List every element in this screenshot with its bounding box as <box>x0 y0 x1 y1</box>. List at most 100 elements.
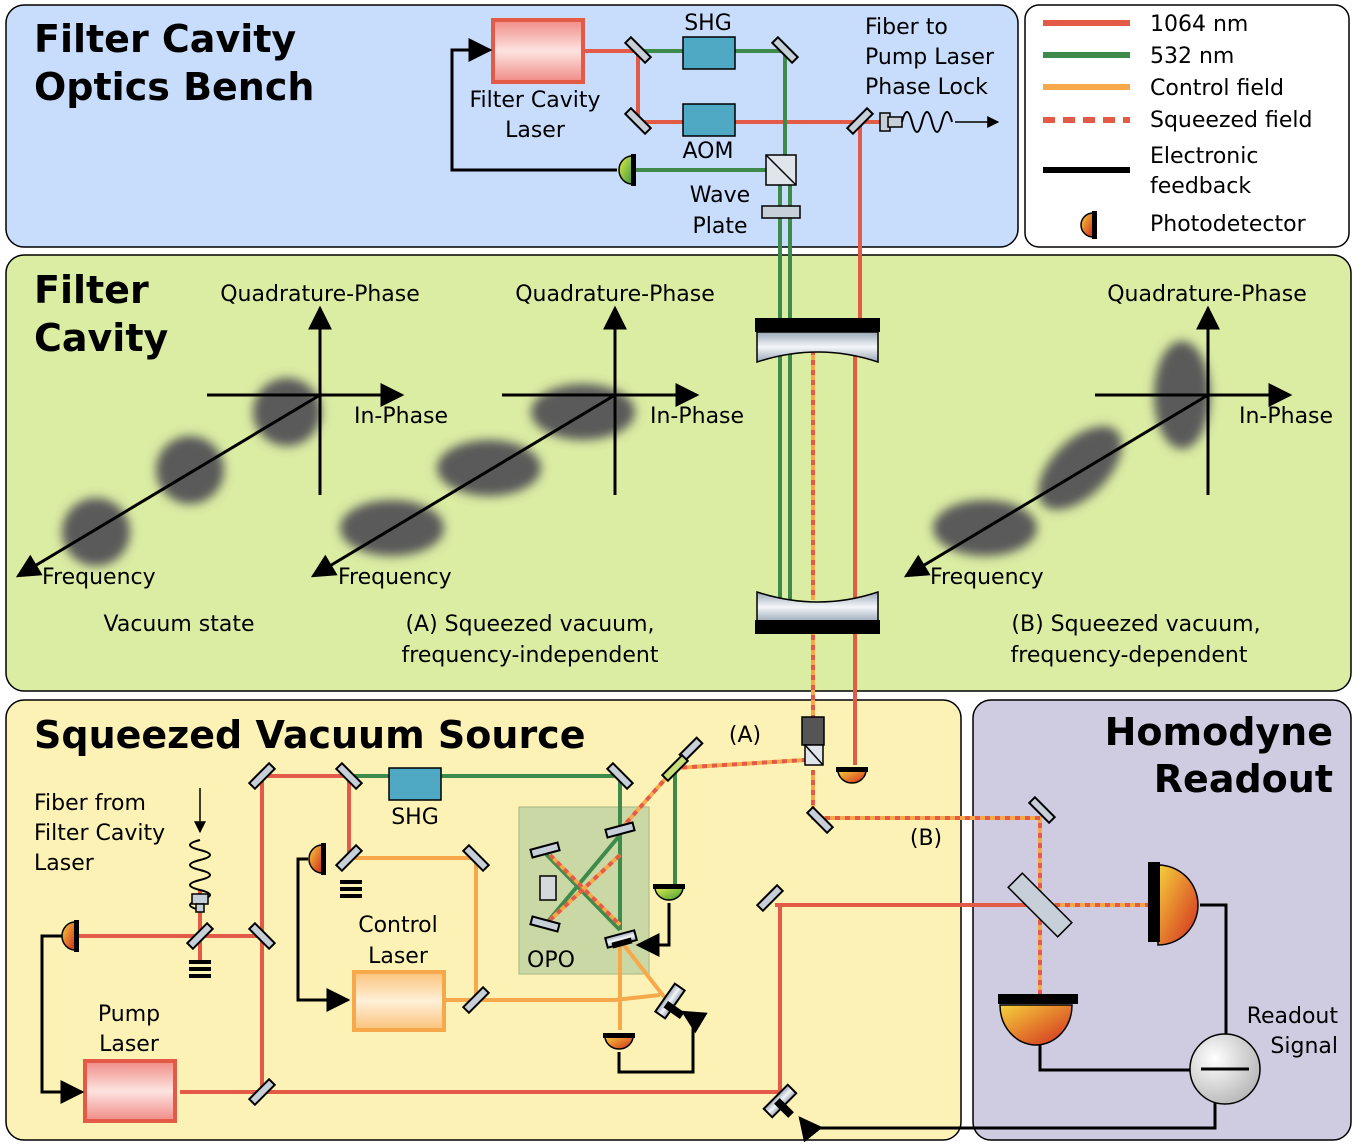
legend-label-532: 532 nm <box>1150 44 1234 69</box>
pd1-x-label: In-Phase <box>354 404 448 429</box>
fiber-to-label-1: Fiber to <box>865 15 948 40</box>
source-pd-pump-icon <box>61 920 79 952</box>
homodyne-title-2: Readout <box>1154 757 1333 801</box>
opo-mirror-1 <box>529 841 561 859</box>
fiber-coil-icon <box>901 111 953 133</box>
source-mirror-3 <box>605 761 635 791</box>
source-pd-cavity-icon <box>836 767 868 784</box>
bench-title-2: Optics Bench <box>34 65 314 109</box>
phase-diagram-freq-independent <box>310 305 700 578</box>
source-mirror-2 <box>334 761 364 791</box>
legend-label-feedback-1: Electronic <box>1150 144 1258 169</box>
bench-mirror-1 <box>623 35 653 65</box>
bench-title-1: Filter Cavity <box>34 17 296 61</box>
homodyne-pd-right-icon <box>1148 862 1199 946</box>
legend-label-1064: 1064 nm <box>1150 12 1248 37</box>
source-mirror-7 <box>247 921 277 951</box>
pump-laser <box>83 1059 177 1123</box>
homodyne-title-1: Homodyne <box>1105 710 1333 754</box>
filter-cavity-panel <box>5 254 1352 692</box>
filter-cavity-laser <box>491 18 585 84</box>
source-pd-orange-icon <box>603 1033 635 1050</box>
pd3-x-label: In-Phase <box>1239 404 1333 429</box>
cavity-beams <box>778 330 857 765</box>
path-a-label: (A) <box>729 723 761 748</box>
source-pd-control-icon <box>308 843 326 875</box>
summing-junction-icon <box>1189 1033 1261 1105</box>
orange-feedback-line <box>617 1010 708 1074</box>
pd2-x-label: In-Phase <box>650 404 744 429</box>
pump-laser-label-1: Pump <box>98 1002 160 1027</box>
pd1-y-label: Quadrature-Phase <box>220 282 420 307</box>
opo-feedback-line <box>635 903 671 957</box>
homodyne-pd-bottom-icon <box>998 994 1078 1046</box>
homodyne-beamsplitter <box>1007 872 1073 938</box>
bench-green-photodetector-icon <box>618 154 636 186</box>
source-mirror-6 <box>461 985 491 1015</box>
pd2-caption-2: frequency-independent <box>402 643 659 668</box>
source-mirror-5 <box>461 843 491 873</box>
cavity-end-mirror <box>755 590 880 634</box>
bench-aom-label: AOM <box>683 139 734 164</box>
homodyne-feedback-line <box>798 1090 1217 1143</box>
source-fiber-coupler-icon <box>191 893 209 913</box>
legend-label-feedback-2: feedback <box>1150 174 1251 199</box>
wave-plate-label-1: Wave <box>690 183 750 208</box>
pd1-z-label: Frequency <box>42 565 156 590</box>
bench-mirror-4 <box>845 106 875 136</box>
opo-crystal <box>539 875 557 901</box>
beam-dump-2-icon <box>189 960 211 978</box>
pd3-caption-2: frequency-dependent <box>1011 643 1248 668</box>
opo-mirror-2 <box>529 915 561 933</box>
bench-aom <box>682 103 736 137</box>
homodyne-wire-right <box>1200 903 1228 1037</box>
bench-shg-crystal <box>682 36 736 70</box>
legend-label-photodetector: Photodetector <box>1150 212 1307 237</box>
legend-label-control: Control field <box>1150 76 1284 101</box>
bench-laser-label-1: Filter Cavity <box>469 88 600 113</box>
source-shg-label: SHG <box>391 805 439 830</box>
legend-label-squeezed: Squeezed field <box>1150 108 1312 133</box>
pd2-y-label: Quadrature-Phase <box>515 282 715 307</box>
bench-mirror-2 <box>623 106 653 136</box>
source-pzt-mirror-2 <box>762 1083 798 1119</box>
cavity-title-1: Filter <box>34 268 149 312</box>
faraday-isolator <box>801 716 825 766</box>
source-mirror-1 <box>247 761 277 791</box>
dichroic-mirror <box>660 753 690 783</box>
opo-piezo-mirror <box>603 929 639 949</box>
source-mirror-4 <box>334 843 364 873</box>
bench-shg-label: SHG <box>684 11 732 36</box>
source-mirror-8 <box>185 921 215 951</box>
pd2-caption-1: (A) Squeezed vacuum, <box>405 612 654 637</box>
homodyne-steer-mirror <box>1027 795 1057 825</box>
legend-panel <box>1024 4 1350 248</box>
pump-feedback-line <box>40 934 85 1104</box>
bench-mirror-3 <box>770 35 800 65</box>
pd1-caption-1: Vacuum state <box>104 612 255 637</box>
source-fiber-label-2: Filter Cavity <box>34 821 165 846</box>
pd3-y-label: Quadrature-Phase <box>1107 282 1307 307</box>
wave-plate <box>761 205 801 219</box>
control-feedback-line <box>296 857 351 1012</box>
source-mirror-9 <box>247 1077 277 1107</box>
bench-feedback-line <box>450 38 617 172</box>
source-fiber-label-1: Fiber from <box>34 791 146 816</box>
source-mirror-10 <box>755 883 785 913</box>
fiber-to-label-3: Phase Lock <box>865 75 988 100</box>
pd2-z-label: Frequency <box>338 565 452 590</box>
source-fiber-label-3: Laser <box>34 851 95 876</box>
control-laser <box>352 970 446 1032</box>
source-title: Squeezed Vacuum Source <box>34 713 585 757</box>
opo-label: OPO <box>527 948 575 973</box>
cavity-title-2: Cavity <box>34 316 168 360</box>
squeezed-source-panel <box>5 699 962 1141</box>
bench-laser-label-2: Laser <box>505 118 566 143</box>
source-pzt-mirror-1 <box>653 982 687 1020</box>
bench-beamsplitter-cube <box>765 154 797 186</box>
pd3-caption-1: (B) Squeezed vacuum, <box>1011 612 1260 637</box>
source-mirror-11 <box>805 805 835 835</box>
control-laser-label-1: Control <box>358 913 438 938</box>
phase-diagram-freq-dependent <box>903 305 1293 578</box>
